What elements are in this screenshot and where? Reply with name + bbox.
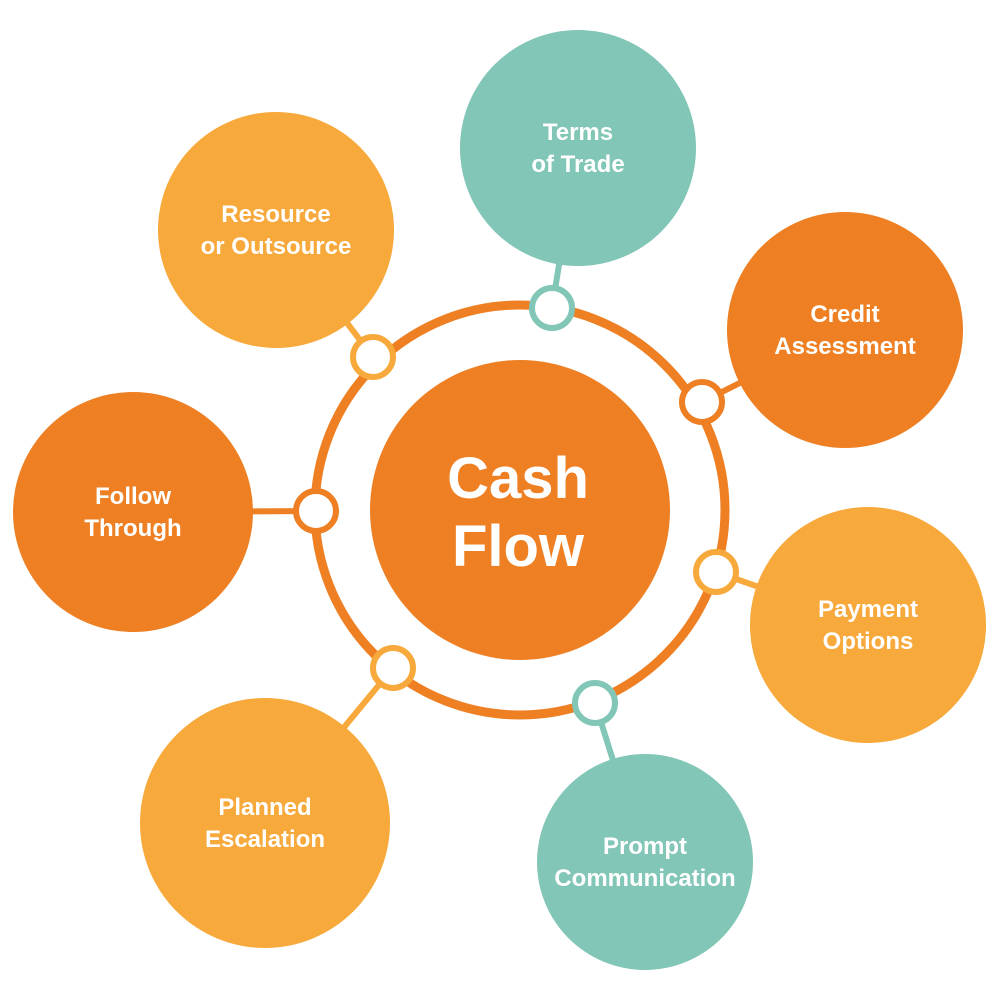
follow-through-bubble [13,392,253,632]
credit-assessment-bubble [727,212,963,448]
follow-through-label-line-2: Through [84,515,181,542]
node-terms-of-trade: Terms of Trade [460,30,696,266]
planned-escalation-label-line-2: Escalation [205,826,325,853]
payment-options-label-line-1: Payment [818,596,918,623]
payment-options-label-line-2: Options [823,628,914,655]
credit-assessment-label-line-1: Credit [810,301,879,328]
prompt-communication-bubble [537,754,753,970]
prompt-communication-label-line-1: Prompt [603,833,687,860]
center-label-line-1: Cash [447,446,589,511]
resource-or-outsource-label-line-2: or Outsource [201,233,352,260]
planned-escalation-label-line-1: Planned [218,794,311,821]
terms-of-trade-label-line-2: of Trade [531,151,624,178]
planned-escalation-connector-dot [370,645,416,691]
resource-or-outsource-bubble [158,112,394,348]
payment-options-connector-dot [693,549,739,595]
terms-of-trade-connector-dot [529,285,575,331]
follow-through-connector-dot [293,488,339,534]
planned-escalation-bubble [140,698,390,948]
follow-through-label-line-1: Follow [95,483,171,510]
resource-or-outsource-label-line-1: Resource [221,201,330,228]
resource-or-outsource-connector-dot [350,334,396,380]
node-resource-or-outsource: Resource or Outsource [158,112,394,348]
payment-options-bubble [750,507,986,743]
credit-assessment-label-line-2: Assessment [774,333,915,360]
center-label-line-2: Flow [452,514,585,579]
prompt-communication-connector-dot [572,680,618,726]
center-hub [370,360,670,660]
terms-of-trade-bubble [460,30,696,266]
prompt-communication-label-line-2: Communication [554,865,735,892]
terms-of-trade-label-line-1: Terms [543,119,613,146]
credit-assessment-connector-dot [679,379,725,425]
